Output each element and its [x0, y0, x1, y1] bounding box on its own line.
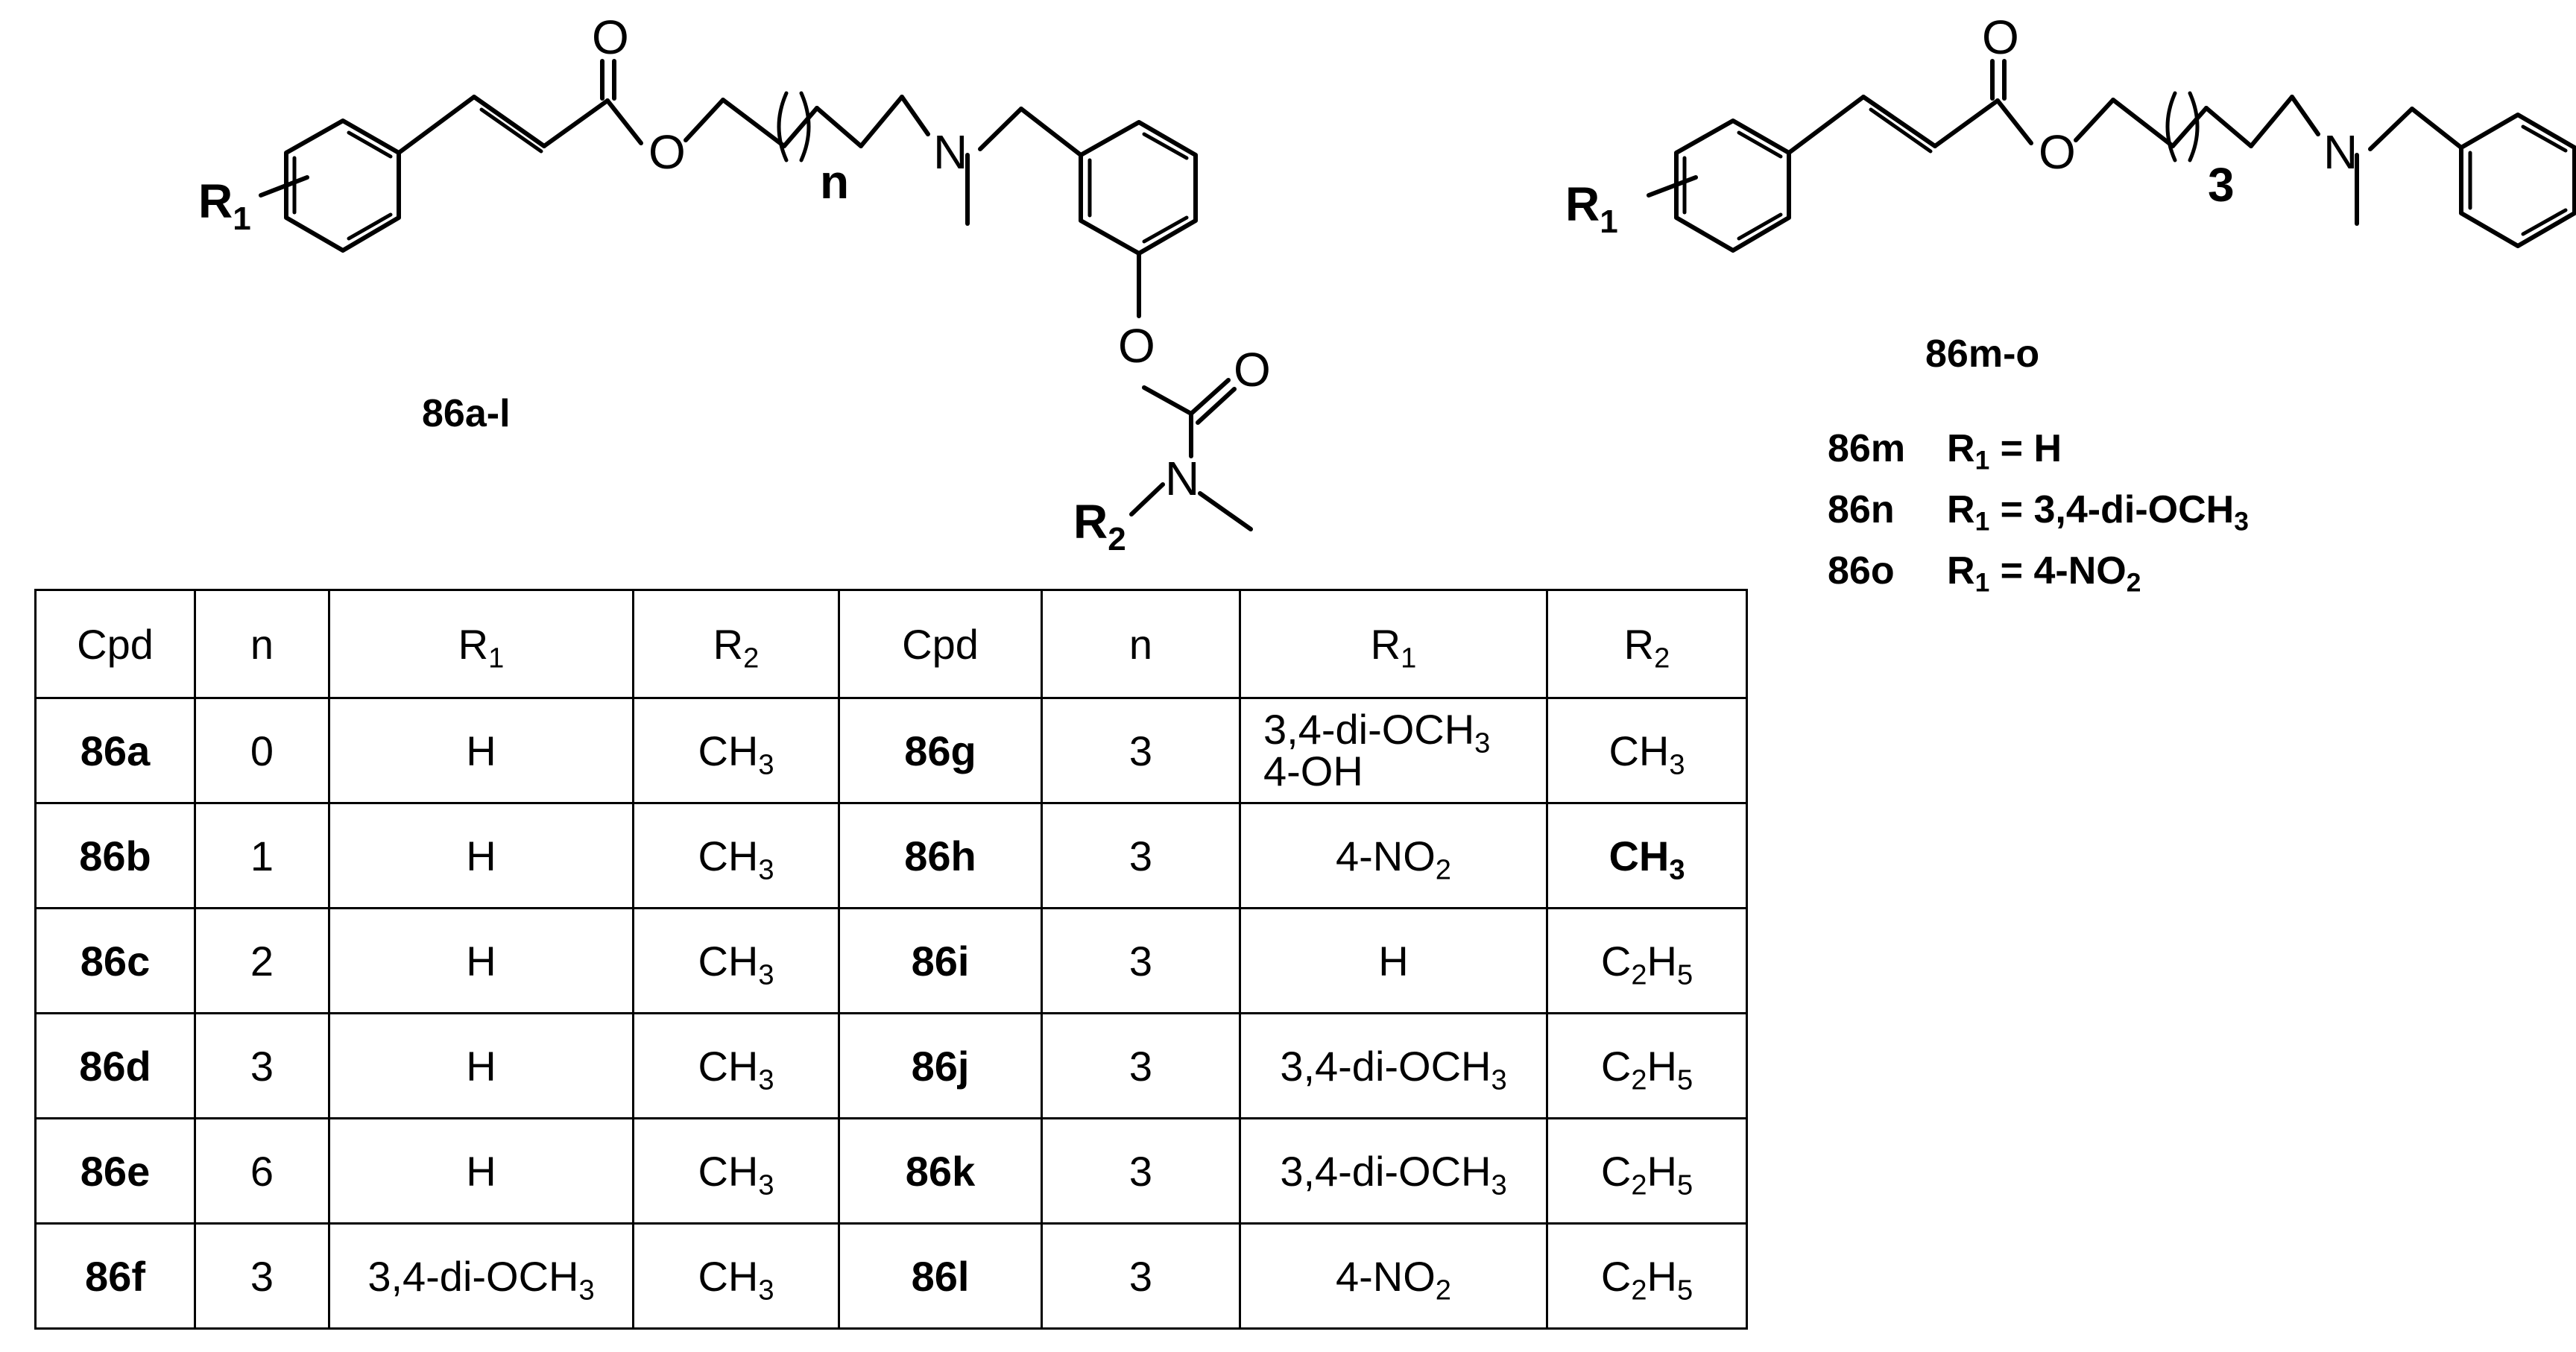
cell-r2: C2H5 — [1546, 1012, 1748, 1119]
header-n: n — [194, 589, 330, 699]
atom-labels-left: O O N O O N n R1 R2 86a-l — [198, 10, 1271, 557]
header-r2: R2 — [632, 589, 840, 699]
cell-r2: CH3 — [1546, 802, 1748, 909]
compound-label-86m-o: 86m-o — [1925, 332, 2039, 376]
cell-cpd: 86l — [838, 1222, 1043, 1330]
benzene-ring-d — [2459, 113, 2576, 248]
cell-n: 3 — [1041, 907, 1241, 1014]
atom-o-ester-left: O — [648, 125, 686, 179]
cell-r2: C2H5 — [1546, 1222, 1748, 1330]
cell-r1: H — [1239, 907, 1548, 1014]
cell-cpd: 86b — [34, 802, 196, 909]
cell-cpd: 86g — [838, 697, 1043, 804]
cell-cpd: 86i — [838, 907, 1043, 1014]
table-row: 86b 1 H CH3 86h 3 4-NO2 CH3 — [34, 802, 1748, 909]
header-n: n — [1041, 589, 1241, 699]
cell-r2: CH3 — [632, 697, 840, 804]
atom-n-amine-right: N — [2323, 125, 2358, 179]
cell-r1: 3,4-di-OCH3 — [1239, 1117, 1548, 1225]
atom-o-ester-right: O — [2039, 125, 2076, 179]
cell-r2: CH3 — [632, 907, 840, 1014]
cell-n: 3 — [1041, 1117, 1241, 1225]
cell-n: 3 — [1041, 1222, 1241, 1330]
cell-n: 3 — [1041, 1012, 1241, 1119]
cell-r2: C2H5 — [1546, 1117, 1748, 1225]
header-cpd: Cpd — [34, 589, 196, 699]
repeat-bracket-close — [799, 91, 811, 162]
cell-r1: 4-NO2 — [1239, 1222, 1548, 1330]
cell-n: 3 — [1041, 802, 1241, 909]
benzene-ring-c — [1674, 119, 1791, 253]
table-row: 86e 6 H CH3 86k 3 3,4-di-OCH3 C2H5 — [34, 1117, 1748, 1225]
repeat-label-3: 3 — [2208, 158, 2235, 212]
cell-cpd: 86h — [838, 802, 1043, 909]
atom-n-carbamate: N — [1165, 452, 1199, 505]
benzene-ring-b — [1079, 120, 1198, 256]
cell-r2: C2H5 — [1546, 907, 1748, 1014]
repeat-bracket-open — [777, 91, 789, 162]
cell-n: 6 — [194, 1117, 330, 1225]
compound-label-86a-l: 86a-l — [422, 392, 511, 435]
header-r1: R1 — [1239, 589, 1548, 699]
atom-o-carbamate: O — [1118, 319, 1155, 373]
repeat-label-n: n — [820, 155, 849, 209]
substituent-table: Cpd n R1 R2 Cpd n R1 R2 86a 0 H CH3 86g … — [34, 589, 1748, 1330]
atom-n-amine-left: N — [933, 125, 967, 179]
cell-r1: 3,4-di-OCH3 — [1239, 1012, 1548, 1119]
bond-vinyl-1 — [397, 95, 476, 155]
cell-cpd: 86c — [34, 907, 196, 1014]
cell-n: 3 — [194, 1012, 330, 1119]
r1-label-left: R1 — [198, 174, 251, 237]
atom-o-carbonyl-left: O — [592, 10, 629, 64]
cell-r1: 3,4-di-OCH3 — [328, 1222, 634, 1330]
cell-r1: H — [328, 802, 634, 909]
cell-cpd: 86a — [34, 697, 196, 804]
cell-r2: CH3 — [1546, 697, 1748, 804]
cell-r2: CH3 — [632, 1117, 840, 1225]
cell-r1: H — [328, 1012, 634, 1119]
cell-r1: H — [328, 697, 634, 804]
cell-cpd: 86k — [838, 1117, 1043, 1225]
structure-86a-l — [259, 59, 1253, 531]
table-header-row: Cpd n R1 R2 Cpd n R1 R2 — [34, 589, 1748, 699]
cell-n: 2 — [194, 907, 330, 1014]
cell-r2: CH3 — [632, 1012, 840, 1119]
atom-o-carbonyl-right: O — [1982, 10, 2019, 64]
cell-n: 3 — [194, 1222, 330, 1330]
cell-n: 3 — [1041, 697, 1241, 804]
header-r2: R2 — [1546, 589, 1748, 699]
cell-cpd: 86j — [838, 1012, 1043, 1119]
cell-cpd: 86e — [34, 1117, 196, 1225]
cell-r1: H — [328, 1117, 634, 1225]
benzene-ring-a — [284, 119, 401, 253]
cell-r2: CH3 — [632, 802, 840, 909]
header-r1: R1 — [328, 589, 634, 699]
table-row: 86f 3 3,4-di-OCH3 CH3 86l 3 4-NO2 C2H5 — [34, 1222, 1748, 1330]
cell-r2: CH3 — [632, 1222, 840, 1330]
cell-n: 1 — [194, 802, 330, 909]
cell-n: 0 — [194, 697, 330, 804]
atom-o-carbamate-carbonyl: O — [1234, 343, 1271, 397]
cell-r1: H — [328, 907, 634, 1014]
r1-label-right: R1 — [1565, 177, 1618, 240]
cell-cpd: 86d — [34, 1012, 196, 1119]
r2-label: R2 — [1073, 495, 1126, 557]
table-row: 86d 3 H CH3 86j 3 3,4-di-OCH3 C2H5 — [34, 1012, 1748, 1119]
header-cpd: Cpd — [838, 589, 1043, 699]
structure-86m-o — [1647, 59, 2576, 253]
atom-labels-right: O O N 3 R1 86m-o — [1565, 10, 2358, 376]
cell-r1: 4-NO2 — [1239, 802, 1548, 909]
cell-cpd: 86f — [34, 1222, 196, 1330]
table-row: 86c 2 H CH3 86i 3 H C2H5 — [34, 907, 1748, 1014]
bond-vinyl-double — [472, 95, 546, 148]
